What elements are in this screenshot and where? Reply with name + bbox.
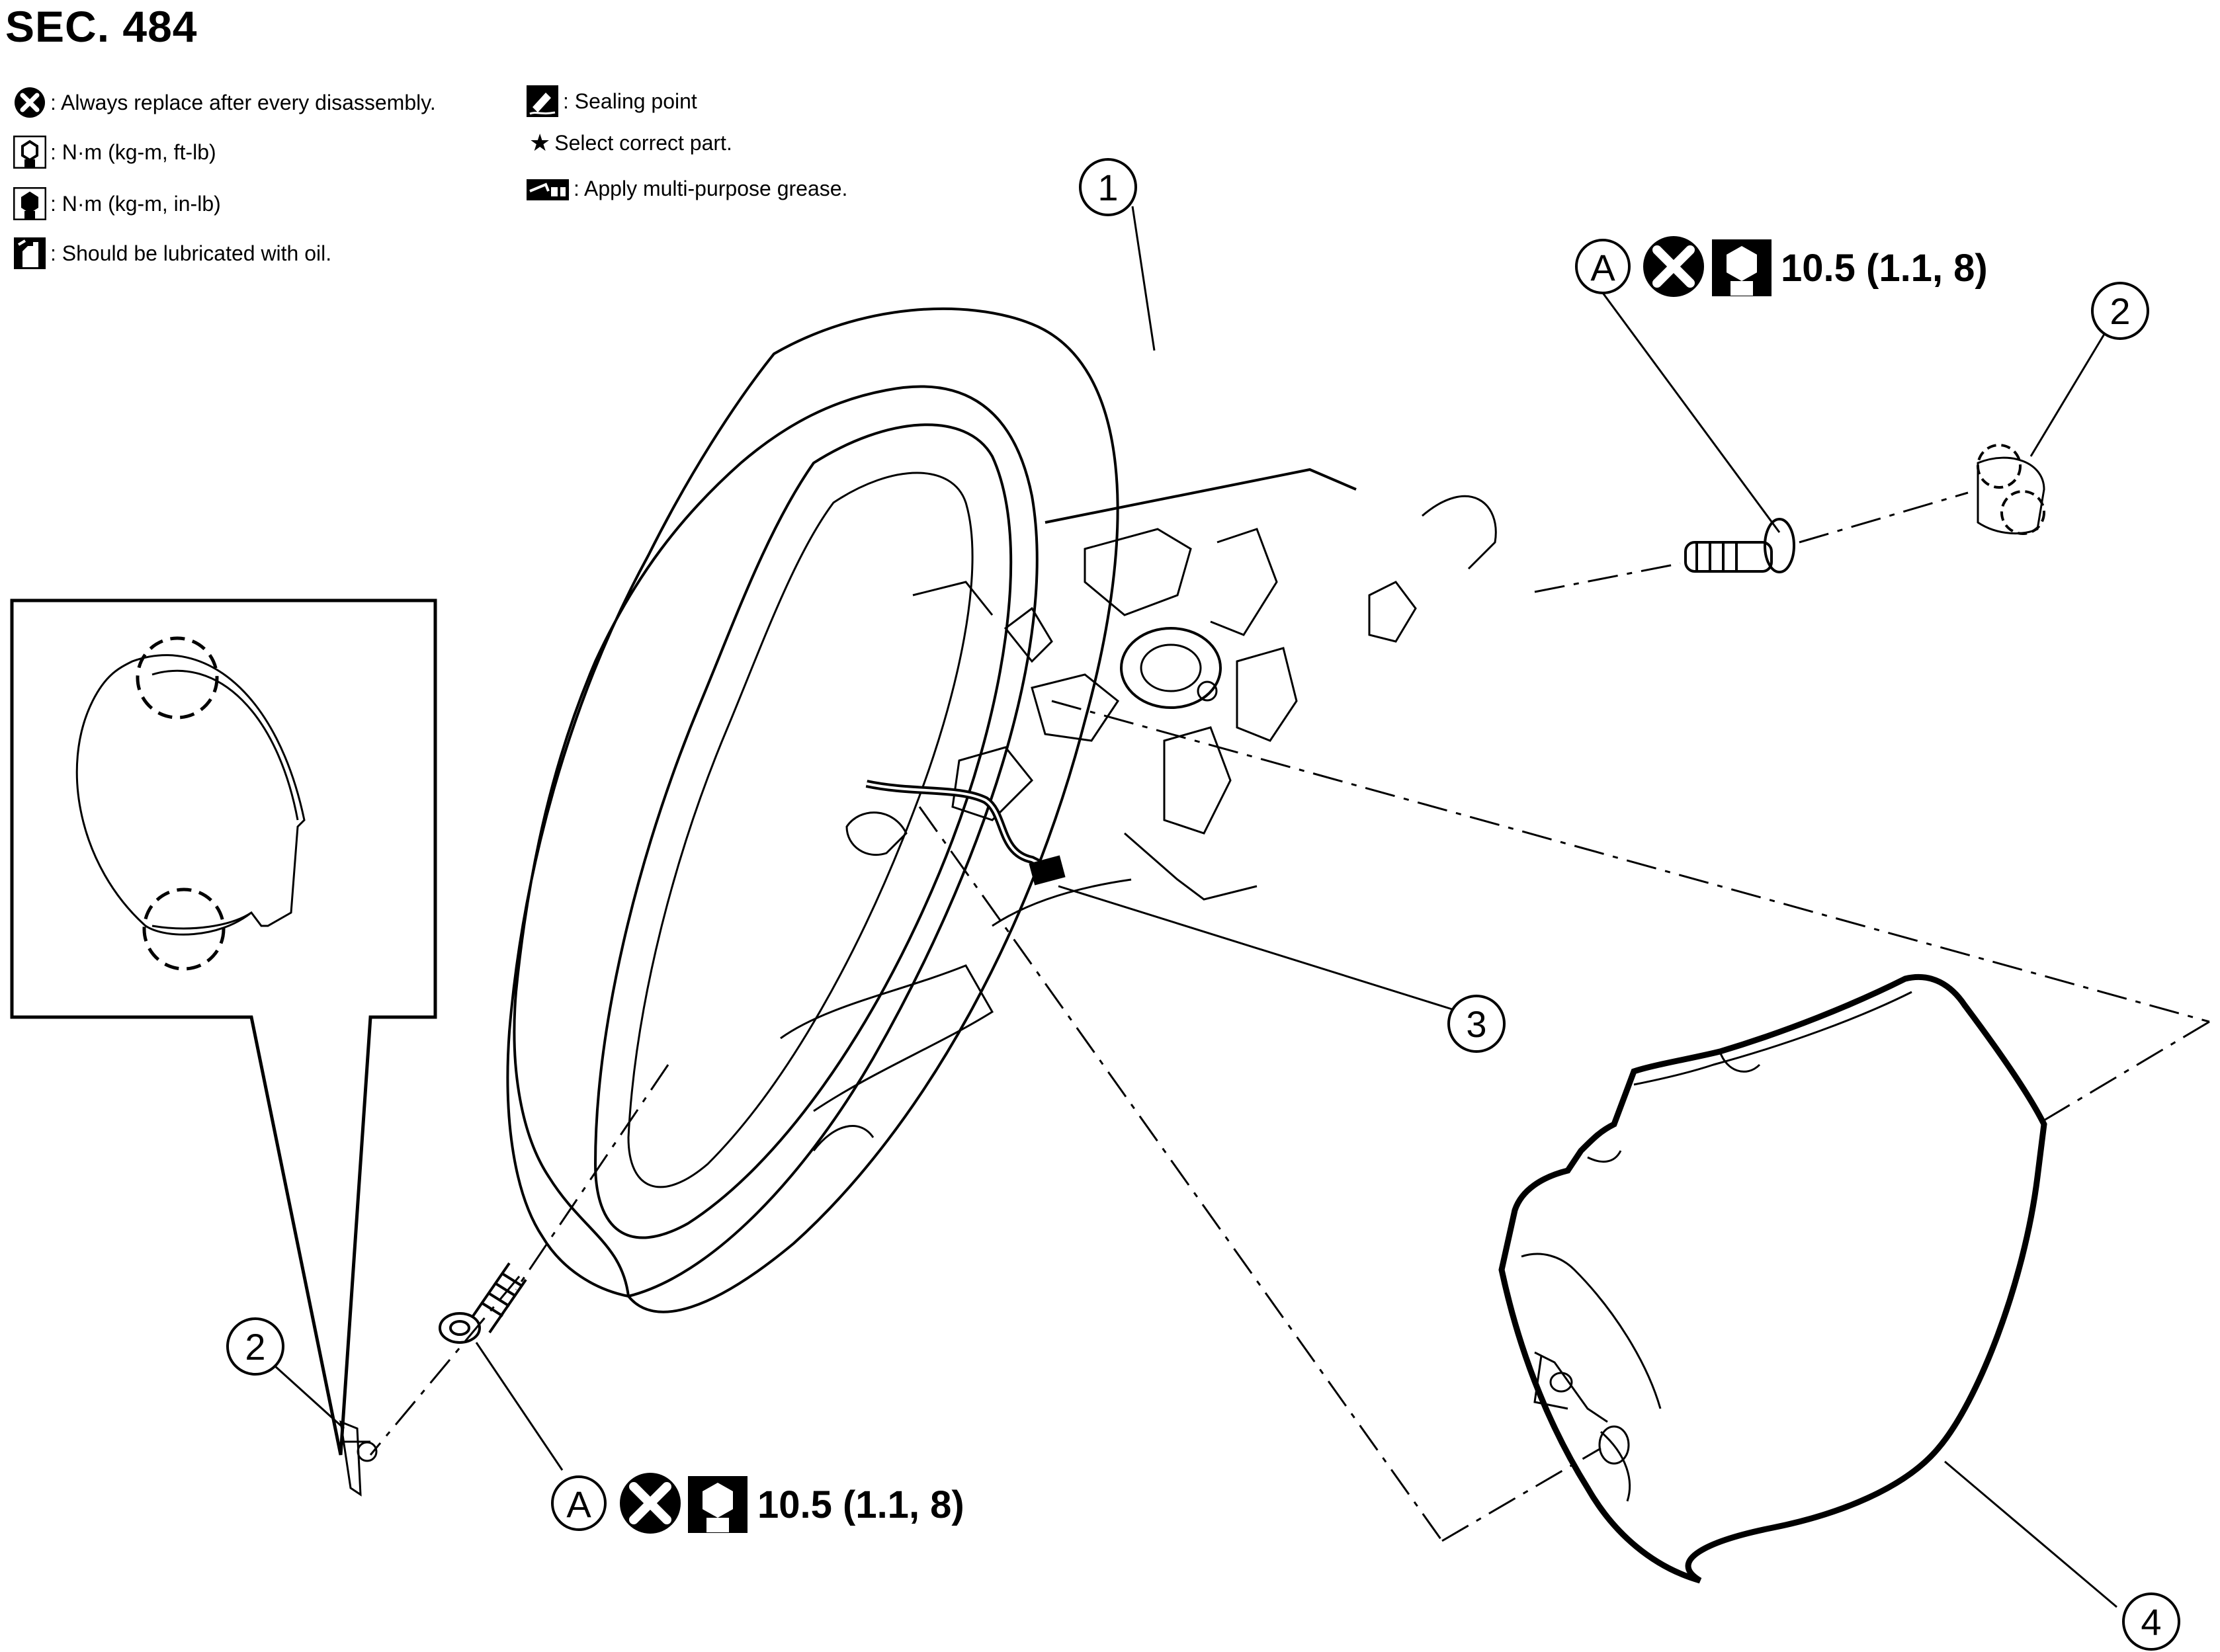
sealing-point-icon — [526, 85, 559, 118]
torque-inlb-icon — [13, 187, 46, 220]
legend-torque-inlb: : N·m (kg-m, in-lb) — [13, 187, 221, 220]
callout-2-left: 2 — [226, 1317, 284, 1376]
always-replace-icon — [13, 86, 46, 119]
legend-text: Select correct part. — [554, 130, 732, 155]
torque-wrench-icon — [1712, 239, 1772, 296]
svg-text:4: 4 — [2141, 1601, 2161, 1643]
legend-torque-ftlb: : N·m (kg-m, ft-lb) — [13, 136, 216, 169]
legend-text: : N·m (kg-m, in-lb) — [50, 191, 221, 216]
legend-grease: : Apply multi-purpose grease. — [526, 175, 847, 202]
point-a-circle — [1575, 239, 1631, 294]
legend-text: : N·m (kg-m, ft-lb) — [50, 140, 216, 164]
legend-text: : Should be lubricated with oil. — [50, 241, 332, 265]
assembly-centerlines — [369, 491, 2210, 1542]
torque-ftlb-icon — [13, 136, 46, 169]
clip-right — [1977, 444, 2045, 535]
legend-always-replace: : Always replace after every disassembly… — [13, 86, 436, 119]
torque-wrench-icon — [688, 1476, 747, 1533]
horn-harness — [865, 780, 1066, 886]
star-icon: ★ — [529, 129, 551, 156]
grease-icon — [526, 175, 570, 202]
leader-lines — [274, 206, 2117, 1608]
legend-text: : Sealing point — [563, 89, 697, 113]
callout-3: 3 — [1447, 995, 1506, 1053]
always-replace-icon — [620, 1473, 681, 1534]
svg-text:10.5 (1.1, 8): 10.5 (1.1, 8) — [757, 1483, 964, 1526]
callout-1: 1 — [1079, 158, 1137, 216]
svg-text:2: 2 — [245, 1326, 265, 1368]
detail-view-box — [10, 599, 437, 1456]
callout-2-right: 2 — [2091, 282, 2149, 340]
legend-text: : Apply multi-purpose grease. — [574, 176, 848, 200]
torque-spec-top: A 10.5 (1.1, 8) — [1575, 236, 1988, 297]
svg-text:3: 3 — [1466, 1003, 1486, 1045]
callout-4: 4 — [2122, 1592, 2180, 1651]
driver-air-bag-module — [1498, 973, 2047, 1584]
svg-text:1: 1 — [1097, 167, 1118, 208]
point-a-circle — [551, 1475, 607, 1531]
steering-wheel — [506, 307, 1497, 1313]
bolt-right — [1684, 518, 1795, 573]
legend-select-part: ★ Select correct part. — [529, 129, 732, 157]
svg-text:A: A — [1590, 247, 1615, 288]
legend-text: : Always replace after every disassembly… — [50, 90, 436, 114]
legend-sealing: : Sealing point — [526, 85, 697, 118]
section-title: SEC. 484 — [5, 2, 198, 51]
oil-lubricate-icon — [13, 237, 46, 270]
svg-text:10.5 (1.1, 8): 10.5 (1.1, 8) — [1781, 247, 1988, 290]
svg-text:2: 2 — [2110, 290, 2130, 332]
always-replace-icon — [1643, 236, 1704, 297]
torque-spec-bottom: A 10.5 (1.1, 8) — [551, 1473, 964, 1534]
clip-left — [339, 1420, 378, 1497]
svg-text:A: A — [566, 1483, 591, 1525]
bolt-left — [439, 1262, 527, 1344]
legend-oil: : Should be lubricated with oil. — [13, 237, 331, 270]
